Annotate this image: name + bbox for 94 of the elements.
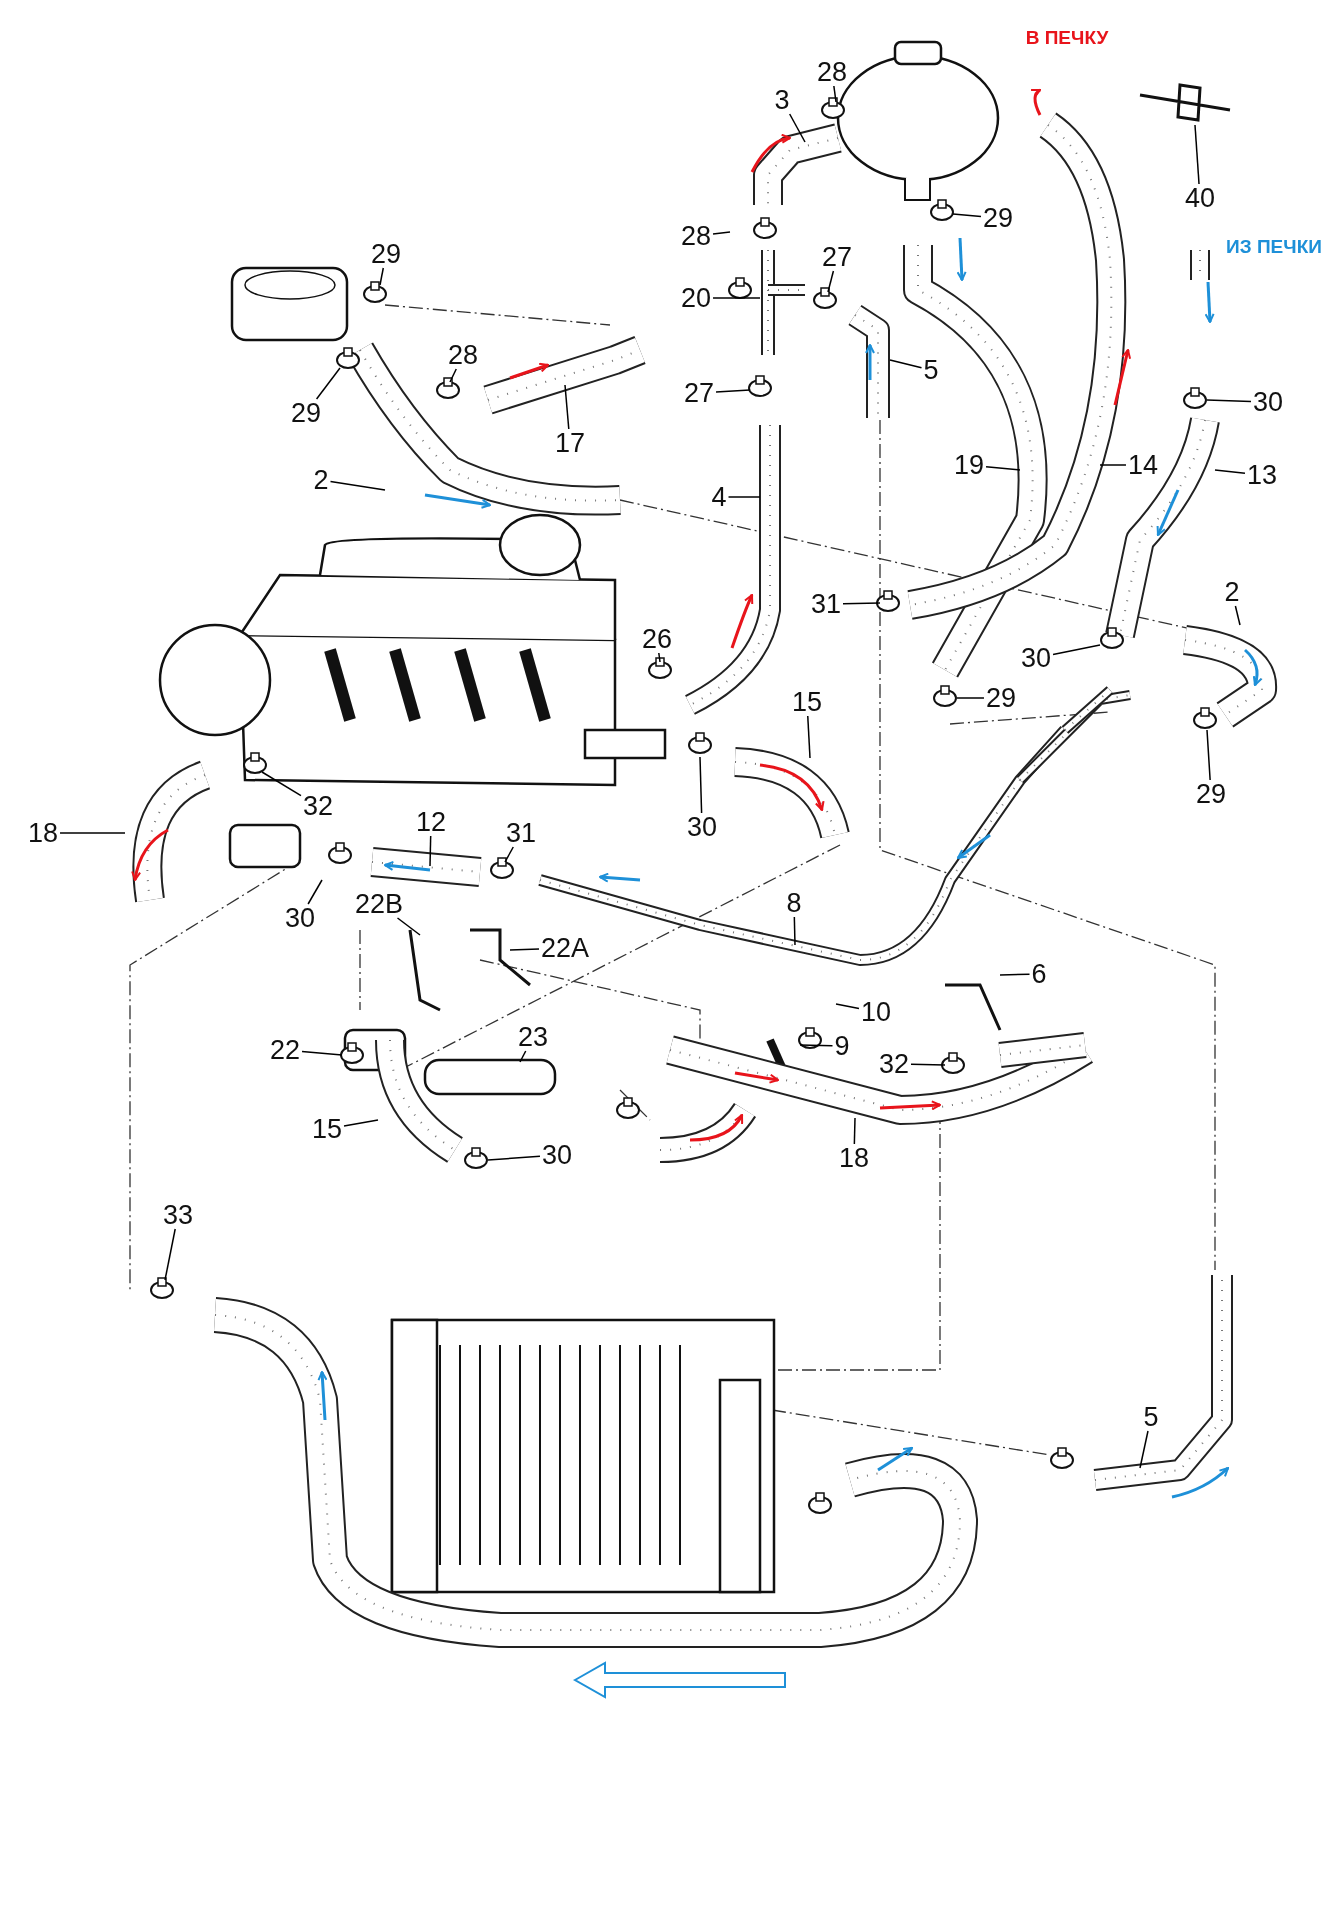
callout-number: 31 <box>809 590 843 618</box>
leader-line <box>827 270 835 293</box>
callout-number: 30 <box>1019 644 1053 672</box>
callout-number: 22B <box>353 890 405 918</box>
leader-line <box>853 1117 856 1145</box>
leader-line <box>910 1063 946 1066</box>
flow-label: ИЗ ПЕЧКИ <box>1226 236 1322 258</box>
leader-line <box>799 1044 834 1047</box>
leader-line <box>985 465 1021 471</box>
leader-line <box>715 389 751 393</box>
leader-line <box>519 1050 527 1063</box>
callout-number: 9 <box>832 1032 852 1060</box>
leader-line <box>699 756 703 814</box>
leader-line <box>1206 399 1252 403</box>
leader-line <box>261 771 302 797</box>
leader-line <box>329 480 386 491</box>
callout-number: 18 <box>26 819 60 847</box>
leader-line <box>1214 469 1246 474</box>
callout-number: 29 <box>289 399 323 427</box>
callout-number: 28 <box>815 58 849 86</box>
leader-line <box>727 496 761 498</box>
callout-number: 5 <box>1141 1403 1161 1431</box>
leader-line <box>1206 729 1211 781</box>
leader-line <box>833 85 837 103</box>
leader-line <box>1052 644 1101 656</box>
callout-number: 30 <box>283 904 317 932</box>
leader-line <box>889 359 923 369</box>
callout-number: 12 <box>414 808 448 836</box>
leader-line <box>1194 124 1200 185</box>
leader-line <box>343 1119 379 1127</box>
callout-number: 13 <box>1245 461 1279 489</box>
callout-number: 6 <box>1029 960 1049 988</box>
leader-line <box>1234 605 1241 626</box>
callout-number: 22 <box>268 1036 302 1064</box>
callout-number: 23 <box>516 1023 550 1051</box>
callout-number: 29 <box>984 684 1018 712</box>
callout-number: 14 <box>1126 451 1160 479</box>
leader-line <box>379 267 385 286</box>
leader-line <box>793 916 796 946</box>
callout-number: 27 <box>820 243 854 271</box>
callout-number: 10 <box>859 998 893 1026</box>
callout-number: 4 <box>709 483 729 511</box>
leader-line <box>956 697 985 699</box>
leader-line <box>301 1050 343 1056</box>
leader-line <box>429 835 432 867</box>
callout-number: 8 <box>784 889 804 917</box>
callout-number: 15 <box>790 688 824 716</box>
leader-line <box>1139 1430 1149 1469</box>
leader-line <box>1099 464 1127 466</box>
leader-line <box>807 715 811 759</box>
callout-number: 27 <box>682 379 716 407</box>
callout-number: 17 <box>553 429 587 457</box>
leader-line <box>712 231 731 235</box>
leader-line <box>952 213 982 218</box>
leader-line <box>842 602 881 605</box>
callout-number: 32 <box>301 792 335 820</box>
callout-number: 15 <box>310 1115 344 1143</box>
callout-number: 2 <box>1222 578 1242 606</box>
callout-number: 3 <box>772 86 792 114</box>
callout-number: 31 <box>504 819 538 847</box>
callout-number: 30 <box>540 1141 574 1169</box>
leader-line <box>658 652 661 663</box>
leader-line <box>788 113 806 143</box>
leader-line <box>712 297 761 299</box>
callout-number: 19 <box>952 451 986 479</box>
callout-number: 30 <box>1251 388 1285 416</box>
leader-line <box>396 917 421 936</box>
leader-line <box>487 1155 541 1161</box>
callout-number: 28 <box>446 341 480 369</box>
leader-line <box>164 1228 176 1281</box>
callout-number: 33 <box>161 1201 195 1229</box>
callout-number: 18 <box>837 1144 871 1172</box>
callout-number: 26 <box>640 625 674 653</box>
callout-number: 5 <box>921 356 941 384</box>
callout-number: 29 <box>369 240 403 268</box>
leader-line <box>315 367 341 400</box>
leader-line <box>449 368 457 383</box>
leader-line <box>307 879 323 905</box>
leader-line <box>999 973 1031 976</box>
leader-line <box>564 384 570 430</box>
callout-number: 22A <box>539 934 591 962</box>
leader-line <box>504 846 515 863</box>
callout-number: 20 <box>679 284 713 312</box>
callout-number: 30 <box>685 813 719 841</box>
callout-number: 40 <box>1183 184 1217 212</box>
callout-number: 29 <box>1194 780 1228 808</box>
leader-line <box>835 1003 860 1010</box>
leader-line <box>509 948 540 951</box>
flow-label: В ПЕЧКУ <box>1025 27 1109 49</box>
callout-number: 29 <box>981 204 1015 232</box>
callout-number: 32 <box>877 1050 911 1078</box>
callout-number: 2 <box>311 466 331 494</box>
callout-number: 28 <box>679 222 713 250</box>
leader-line <box>59 832 126 834</box>
